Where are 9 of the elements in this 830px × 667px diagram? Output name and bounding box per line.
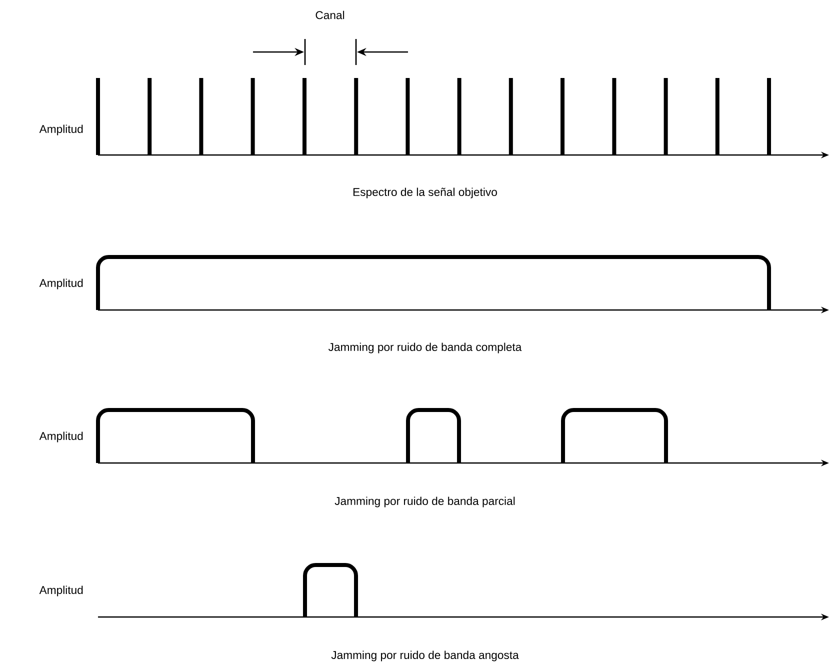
- panel-caption: Jamming por ruido de banda angosta: [331, 650, 519, 662]
- axis-label: Amplitud: [39, 432, 83, 442]
- panel-caption: Espectro de la señal objetivo: [353, 188, 497, 198]
- axis-label: Amplitud: [39, 586, 83, 596]
- axis-label: Amplitud: [39, 278, 83, 290]
- panel-caption: Jamming por ruido de banda completa: [328, 342, 522, 354]
- axis-label: Amplitud: [39, 124, 83, 136]
- panel-caption: Jamming por ruido de banda parcial: [334, 496, 515, 508]
- dimension-label: Canal: [316, 10, 344, 20]
